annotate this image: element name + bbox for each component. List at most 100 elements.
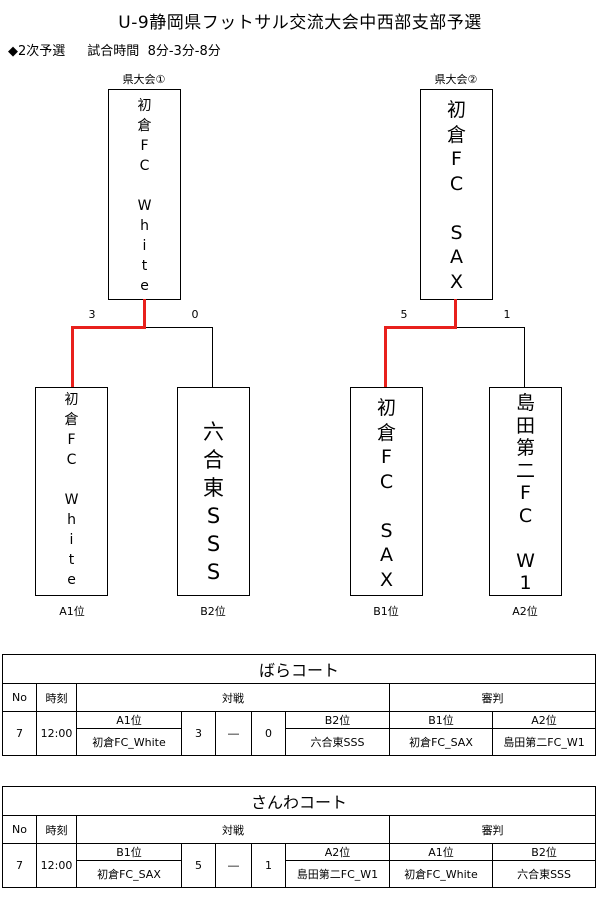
bracket1-right-line-h <box>146 327 213 328</box>
name-char: 東 <box>203 476 224 500</box>
bracket2-right-line <box>524 327 525 388</box>
home-team: 初倉FC_White <box>76 728 182 756</box>
bracket2-winner-line <box>454 299 457 329</box>
bracket1-right-pos: B2位 <box>200 605 226 618</box>
name-char: F <box>381 446 392 468</box>
bracket1-left-score: 3 <box>88 308 96 321</box>
bracket2-right-score: 1 <box>503 308 511 321</box>
ref1-pos: A1位 <box>389 843 493 861</box>
bracket1-head-label: 県大会① <box>122 73 166 86</box>
name-char: 合 <box>203 448 224 472</box>
name-char: A <box>379 544 393 566</box>
header-referee: 審判 <box>388 815 597 844</box>
away-team: 六合東SSS <box>285 728 390 756</box>
name-char: C <box>139 158 150 174</box>
diamond-marker: ◆ <box>8 44 18 59</box>
name-char: W <box>64 492 79 508</box>
name-char: 倉 <box>64 412 79 428</box>
name-char: S <box>450 221 463 244</box>
name-char: F <box>140 138 149 154</box>
bracket1-right-line <box>212 327 213 388</box>
match-time: 12:00 <box>36 843 77 888</box>
bracket1-winner-line-h <box>71 326 146 329</box>
name-char: C <box>449 172 464 195</box>
name-char: 初 <box>137 98 152 114</box>
home-score: 3 <box>181 711 216 756</box>
name-char: 倉 <box>137 118 152 134</box>
bracket1-left-line <box>71 326 74 388</box>
home-pos: B1位 <box>76 843 182 861</box>
away-pos: A2位 <box>285 843 390 861</box>
bracket1-left-pos: A1位 <box>59 605 85 618</box>
ref2-pos: B2位 <box>491 843 597 861</box>
match-no: 7 <box>2 843 37 888</box>
header-time: 時刻 <box>36 815 77 844</box>
name-char: S <box>206 532 221 556</box>
name-char: t <box>68 552 75 568</box>
header-match: 対戦 <box>76 683 390 712</box>
name-char: 第 <box>515 437 535 459</box>
name-char: 1 <box>519 572 532 594</box>
away-pos: B2位 <box>285 711 390 729</box>
name-char: C <box>518 504 533 527</box>
subtitle: ◆2次予選試合時間 8分-3分-8分 <box>8 40 221 59</box>
home-pos: A1位 <box>76 711 182 729</box>
name-char: 初 <box>376 397 396 419</box>
away-score: 1 <box>251 843 286 888</box>
name-char: W <box>516 549 535 572</box>
away-team: 島田第二FC_W1 <box>285 860 390 888</box>
name-char: 倉 <box>446 123 466 146</box>
court-name: ばらコート <box>1 654 597 684</box>
court-table-1: ばらコート No 時刻 対戦 審判 7 12:00 A1位 3 ― 0 B2位 … <box>1 654 597 756</box>
home-team: 初倉FC_SAX <box>76 860 182 888</box>
bracket2-right-line-h <box>457 327 525 328</box>
name-char: 二 <box>515 459 535 482</box>
name-char: F <box>67 432 76 448</box>
name-char: i <box>69 532 74 548</box>
round-label: 2次予選 <box>18 44 66 59</box>
name-char: W <box>137 198 152 214</box>
name-char: 島 <box>515 392 535 414</box>
name-char: S <box>380 519 393 542</box>
name-char: X <box>449 270 463 293</box>
ref2-team: 六合東SSS <box>491 860 597 888</box>
ref2-team: 島田第二FC_W1 <box>491 728 597 756</box>
bracket1-right-score: 0 <box>191 308 199 321</box>
page-title: U-9静岡県フットサル交流大会中西部支部予選 <box>118 13 482 33</box>
score-dash: ― <box>215 711 252 756</box>
ref1-team: 初倉FC_White <box>389 860 493 888</box>
name-char: e <box>140 278 149 294</box>
name-char: F <box>451 148 462 170</box>
header-time: 時刻 <box>36 683 77 712</box>
name-char: 初 <box>64 392 79 408</box>
name-char: h <box>67 512 76 528</box>
name-char: 田 <box>515 414 535 437</box>
bracket1-winner-line <box>143 299 146 329</box>
name-char <box>522 527 528 550</box>
name-char: X <box>379 568 393 591</box>
name-char: t <box>141 258 148 274</box>
name-char: C <box>66 452 77 468</box>
name-char <box>383 494 389 519</box>
name-char: 初 <box>446 99 466 121</box>
bracket2-winner-line-h <box>384 326 457 329</box>
away-score: 0 <box>251 711 286 756</box>
score-dash: ― <box>215 843 252 888</box>
time-label: 試合時間 <box>87 44 140 59</box>
name-char: 倉 <box>376 421 396 444</box>
bracket2-right-pos: A2位 <box>512 605 538 618</box>
name-char: S <box>206 560 221 584</box>
ref2-pos: A2位 <box>491 711 597 729</box>
header-no: No <box>2 815 37 844</box>
ref1-pos: B1位 <box>389 711 493 729</box>
name-char <box>69 470 73 490</box>
name-char: 六 <box>203 420 224 444</box>
name-char <box>453 196 459 221</box>
